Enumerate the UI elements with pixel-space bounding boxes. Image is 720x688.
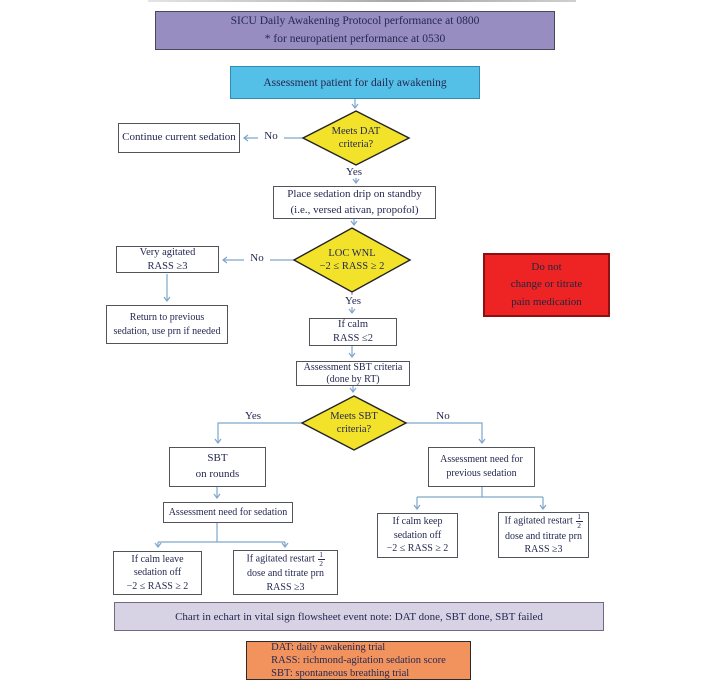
if-calm-leave-box: If calm leave sedation off −2 ≤ RASS ≥ 2	[113, 551, 202, 595]
loc-diamond-shape	[292, 227, 412, 293]
protocol-title-line1: SICU Daily Awakening Protocol performanc…	[230, 15, 480, 28]
dat-no-label: No	[258, 130, 284, 143]
pain-medication-warning-box: Do not change or titrate pain medication	[483, 253, 610, 317]
dat-diamond-label: Meets DAT criteria?	[331, 126, 381, 151]
return-previous-sedation-box: Return to previous sedation, use prn if …	[106, 305, 228, 344]
sbt-diamond-shape	[300, 395, 408, 451]
sbt-diamond-label: Meets SBT criteria?	[330, 411, 378, 436]
scan-artifact	[148, 0, 576, 2]
if-calm-box: If calm RASS ≤2	[309, 318, 397, 346]
sedation-standby-box: Place sedation drip on standby (i.e., ve…	[273, 186, 436, 219]
very-agitated-box: Very agitated RASS ≥3	[116, 246, 219, 273]
loc-diamond-label: LOC WNL −2 ≤ RASS ≥ 2	[319, 248, 385, 273]
assess-need-sedation-box: Assessment need for sedation	[163, 502, 293, 523]
assess-previous-sedation-box: Assessment need for previous sedation	[428, 447, 535, 487]
continue-sedation-box: Continue current sedation	[118, 123, 240, 153]
connector-lines	[154, 99, 547, 548]
sbt-criteria-box: Assessment SBT criteria (done by RT)	[296, 361, 410, 386]
loc-no-label: No	[244, 252, 270, 265]
abbreviation-legend-box: DAT: daily awakening trial RASS: richmon…	[246, 641, 471, 680]
protocol-title-box: SICU Daily Awakening Protocol performanc…	[155, 11, 555, 50]
if-calm-keep-box: If calm keep sedation off −2 ≤ RASS ≥ 2	[377, 513, 458, 558]
chart-note-box: Chart in echart in vital sign flowsheet …	[114, 602, 604, 631]
dat-diamond-shape	[301, 110, 411, 166]
sbt-on-rounds-box: SBT on rounds	[169, 447, 266, 487]
assessment-patient-box: Assessment patient for daily awakening	[230, 66, 480, 99]
sbt-yes-label: Yes	[238, 410, 268, 423]
protocol-title-line2: * for neuropatient performance at 0530	[264, 32, 446, 45]
loc-yes-label: Yes	[340, 295, 366, 308]
sbt-no-label: No	[430, 410, 456, 423]
dat-yes-label: Yes	[341, 166, 367, 179]
